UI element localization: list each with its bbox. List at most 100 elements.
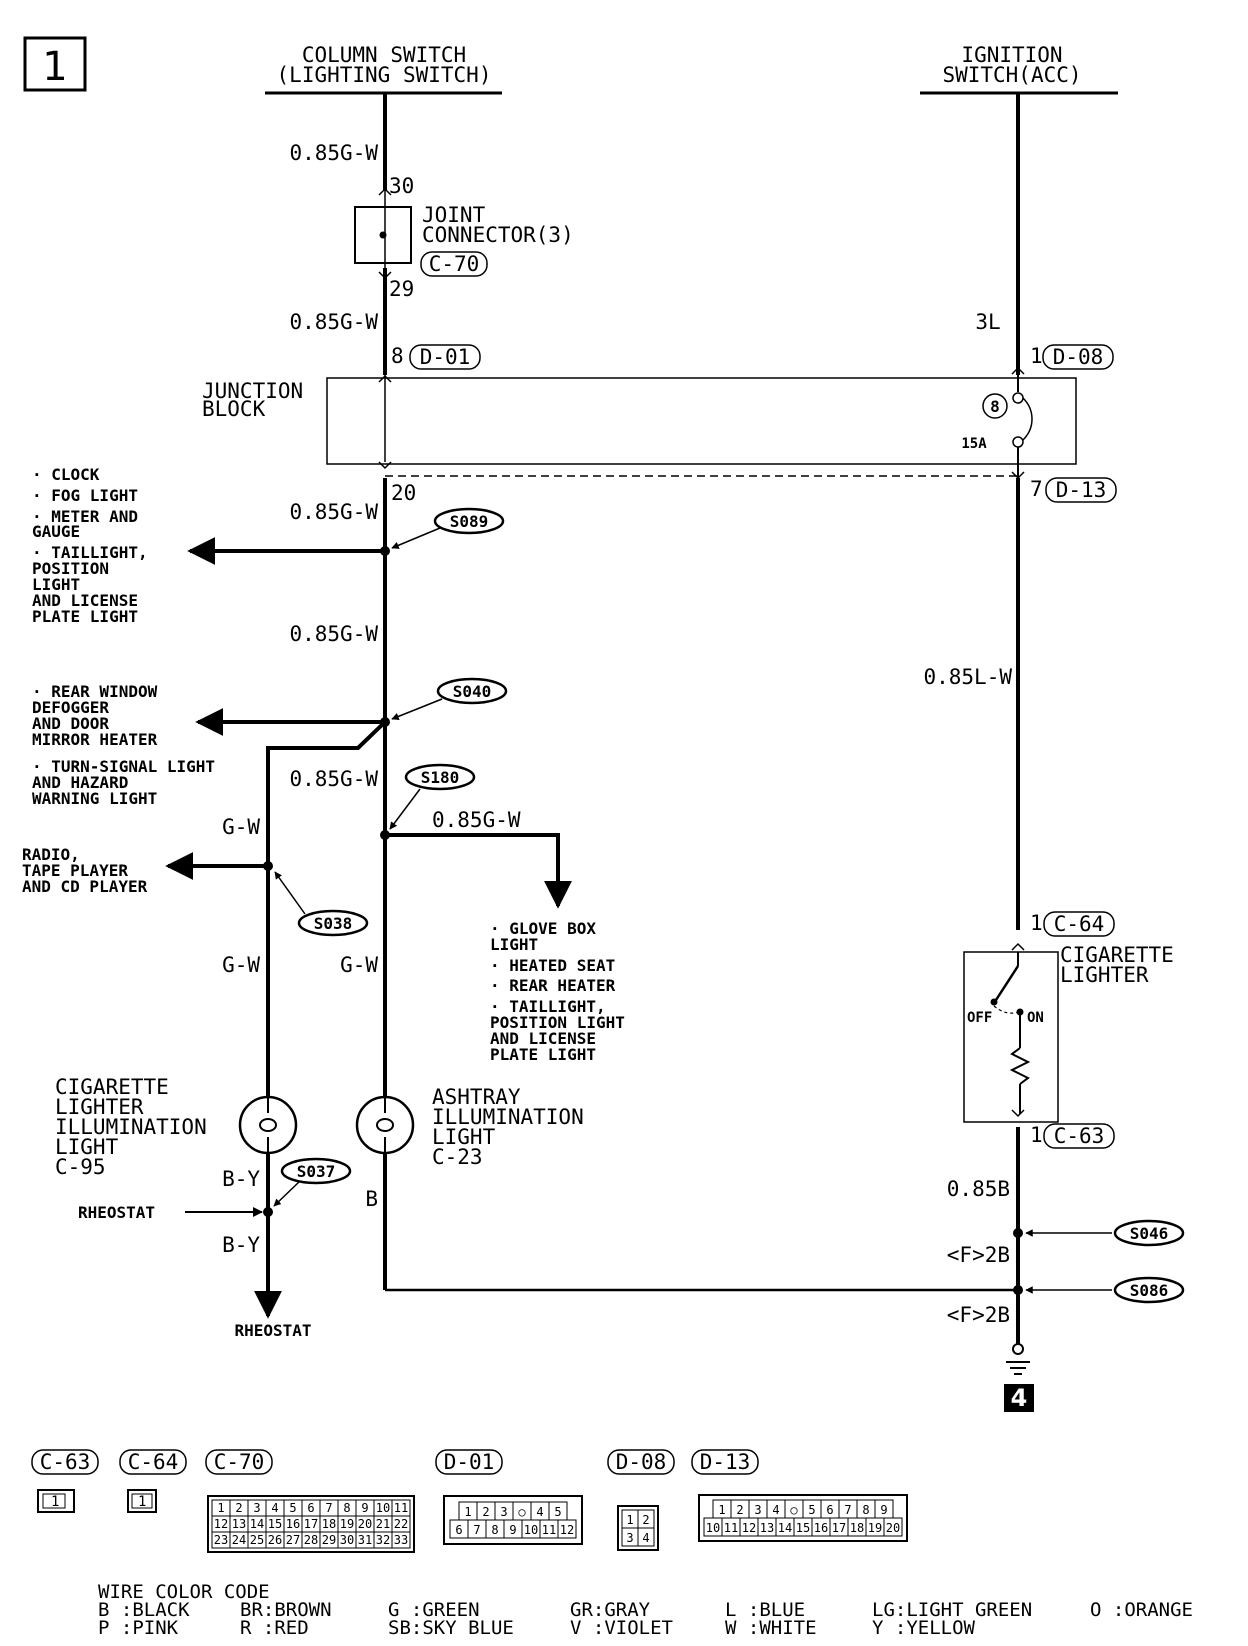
svg-text:DEFOGGER: DEFOGGER xyxy=(32,698,109,717)
svg-text:· TAILLIGHT,: · TAILLIGHT, xyxy=(32,543,148,562)
branch-list-radio: RADIO, TAPE PLAYER AND CD PLAYER xyxy=(22,845,148,896)
svg-text:8: 8 xyxy=(990,397,1000,416)
connector-pin: 20 xyxy=(886,1521,900,1535)
connector-pin: 6 xyxy=(307,1501,314,1515)
connector-pin: 12 xyxy=(560,1523,574,1537)
connector-pin: 6 xyxy=(826,1503,833,1517)
svg-text:1: 1 xyxy=(42,44,67,90)
connector-pin: 10 xyxy=(376,1501,390,1515)
svg-text:OFF: OFF xyxy=(967,1010,992,1026)
connector-pin: 13 xyxy=(232,1517,246,1531)
wire-color-entry: B :BLACK xyxy=(98,1599,190,1621)
svg-text:30: 30 xyxy=(389,174,414,198)
connector-pin: 13 xyxy=(760,1521,774,1535)
wire-color-entry: P :PINK xyxy=(98,1617,179,1639)
svg-text:15A: 15A xyxy=(961,436,987,452)
svg-text:JUNCTION: JUNCTION xyxy=(202,379,303,403)
wire-label: <F>2B xyxy=(947,1303,1010,1327)
connector-pin: 1 xyxy=(464,1505,471,1519)
connector-pin: 33 xyxy=(394,1533,408,1547)
svg-text:LIGHTER: LIGHTER xyxy=(1060,963,1149,987)
wire-label: 0.85G-W xyxy=(289,310,378,334)
wire-label: 0.85G-W xyxy=(289,622,378,646)
svg-text:ASHTRAY: ASHTRAY xyxy=(432,1085,521,1109)
wire-color-entry: LG:LIGHT GREEN xyxy=(872,1599,1032,1621)
branch-list-s040: · REAR WINDOW DEFOGGER AND DOOR MIRROR H… xyxy=(32,682,215,808)
connector-pin: 4 xyxy=(271,1501,278,1515)
svg-text:D-13: D-13 xyxy=(1056,478,1107,502)
svg-text:SWITCH(ACC): SWITCH(ACC) xyxy=(942,63,1081,87)
svg-text:· GLOVE BOX: · GLOVE BOX xyxy=(490,919,596,938)
wire-color-entry: W :WHITE xyxy=(725,1617,817,1639)
svg-text:20: 20 xyxy=(391,481,416,505)
branch-list-glove: · GLOVE BOX LIGHT · HEATED SEAT · REAR H… xyxy=(490,919,625,1064)
connector-pin: 15 xyxy=(268,1517,282,1531)
connector-pin: 7 xyxy=(473,1523,480,1537)
cigarette-lighter: OFF ON CIGARETTE LIGHTER 1 C-64 1 C-63 xyxy=(963,911,1174,1149)
svg-text:C-70: C-70 xyxy=(214,1450,265,1474)
connector-pin: 29 xyxy=(322,1533,336,1547)
svg-text:S038: S038 xyxy=(314,914,353,933)
connector-pin: 12 xyxy=(214,1517,228,1531)
wire-label: 0.85L-W xyxy=(923,665,1012,689)
connector-pin: 18 xyxy=(322,1517,336,1531)
svg-text:C-70: C-70 xyxy=(429,252,480,276)
wire-color-entry: R :RED xyxy=(240,1617,309,1639)
svg-text:· CLOCK: · CLOCK xyxy=(32,465,100,484)
svg-text:PLATE LIGHT: PLATE LIGHT xyxy=(32,607,138,626)
svg-text:29: 29 xyxy=(389,277,414,301)
svg-text:MIRROR HEATER: MIRROR HEATER xyxy=(32,730,158,749)
svg-text:LIGHTER: LIGHTER xyxy=(55,1095,144,1119)
svg-text:TAPE PLAYER: TAPE PLAYER xyxy=(22,861,128,880)
connector-pin: 8 xyxy=(491,1523,498,1537)
wire-color-entry: BR:BROWN xyxy=(240,1599,332,1621)
svg-text:IGNITION: IGNITION xyxy=(961,43,1062,67)
svg-text:8: 8 xyxy=(391,344,404,368)
svg-text:S089: S089 xyxy=(450,512,489,531)
connector-pin: 8 xyxy=(343,1501,350,1515)
column-switch-label: COLUMN SWITCH (LIGHTING SWITCH) xyxy=(265,43,502,95)
connector-pin: 14 xyxy=(778,1521,792,1535)
svg-text:D-08: D-08 xyxy=(1053,345,1104,369)
svg-text:JOINT: JOINT xyxy=(422,203,486,227)
connector-pin: 22 xyxy=(394,1517,408,1531)
svg-text:1: 1 xyxy=(51,1494,59,1510)
connector-pin: 25 xyxy=(250,1533,264,1547)
svg-text:RHEOSTAT: RHEOSTAT xyxy=(234,1321,311,1340)
svg-text:RHEOSTAT: RHEOSTAT xyxy=(78,1203,155,1222)
svg-text:AND LICENSE: AND LICENSE xyxy=(490,1029,596,1048)
svg-text:LIGHT: LIGHT xyxy=(432,1125,496,1149)
svg-text:C-64: C-64 xyxy=(128,1450,179,1474)
connector-pin: 3 xyxy=(500,1505,507,1519)
connector-pin: 7 xyxy=(325,1501,332,1515)
page-number: 1 xyxy=(23,36,87,92)
wire-color-entry: Y :YELLOW xyxy=(872,1617,976,1639)
svg-text:AND HAZARD: AND HAZARD xyxy=(32,773,128,792)
connector-pin: 24 xyxy=(232,1533,246,1547)
connector-pin: 4 xyxy=(772,1503,779,1517)
svg-text:WARNING LIGHT: WARNING LIGHT xyxy=(32,789,157,808)
connector-pin: 31 xyxy=(358,1533,372,1547)
connector-pin: 4 xyxy=(536,1505,543,1519)
wire-label: B-Y xyxy=(222,1167,260,1191)
ground-section: 0.85B S046 <F>2B S086 <F>2B 4 xyxy=(947,1177,1185,1412)
connector-pin: 18 xyxy=(850,1521,864,1535)
svg-text:· TURN-SIGNAL LIGHT: · TURN-SIGNAL LIGHT xyxy=(32,757,215,776)
splice-s089: S089 xyxy=(187,507,505,565)
connector-pin: 12 xyxy=(742,1521,756,1535)
connector-pin: 3 xyxy=(754,1503,761,1517)
svg-text:· REAR HEATER: · REAR HEATER xyxy=(490,976,616,995)
connector-pin: 2 xyxy=(235,1501,242,1515)
svg-text:GAUGE: GAUGE xyxy=(32,522,80,541)
connector-pin: 2 xyxy=(642,1513,649,1527)
svg-text:1: 1 xyxy=(1030,911,1043,935)
svg-text:7: 7 xyxy=(1030,477,1043,501)
connector-pin: 9 xyxy=(509,1523,516,1537)
wire-label: 0.85G-W xyxy=(432,808,521,832)
connector-pin: 27 xyxy=(286,1533,300,1547)
connector-pin: 14 xyxy=(250,1517,264,1531)
wire-label: G-W xyxy=(340,953,378,977)
